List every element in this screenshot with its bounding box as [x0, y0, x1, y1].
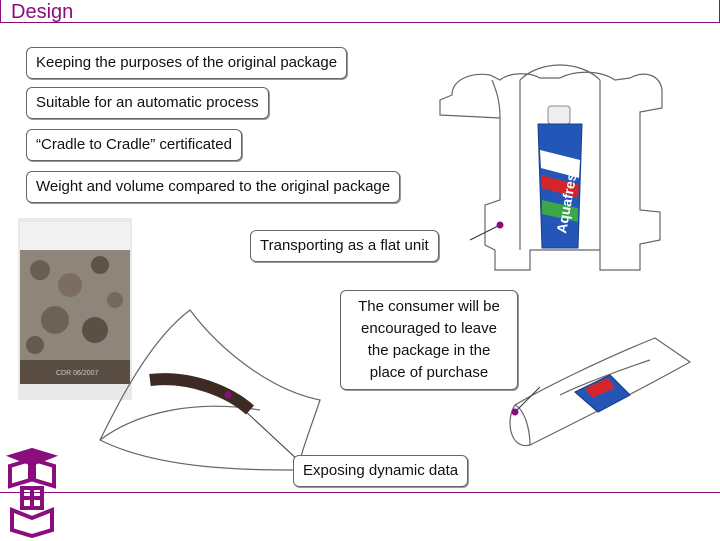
callout-connectors	[224, 221, 541, 463]
toothpaste-tube: Aquafresh	[537, 105, 583, 249]
slide-title: Design	[11, 1, 74, 23]
coffee-bag-image: CDR 06/2007	[18, 218, 132, 400]
callout-flat-transport: Transporting as a flat unit	[250, 230, 439, 262]
footer-band	[0, 492, 720, 541]
callout-cradle-to-cradle: “Cradle to Cradle” certificated	[26, 129, 242, 161]
callout-weight-volume: Weight and volume compared to the origin…	[26, 171, 401, 203]
logo-icon	[5, 448, 59, 538]
tube-sleeve	[509, 337, 692, 447]
callout-automatic-process: Suitable for an automatic process	[26, 87, 269, 119]
pillow-pouch	[99, 309, 321, 471]
callout-dynamic-data: Exposing dynamic data	[293, 455, 469, 487]
callout-consumer-leave: The consumer will be encouraged to leave…	[340, 290, 518, 390]
callout-original-purposes: Keeping the purposes of the original pac…	[26, 47, 348, 79]
bag-label: CDR 06/2007	[56, 370, 99, 377]
flat-box-dieline	[439, 64, 663, 271]
title-bar: Design	[0, 0, 720, 23]
